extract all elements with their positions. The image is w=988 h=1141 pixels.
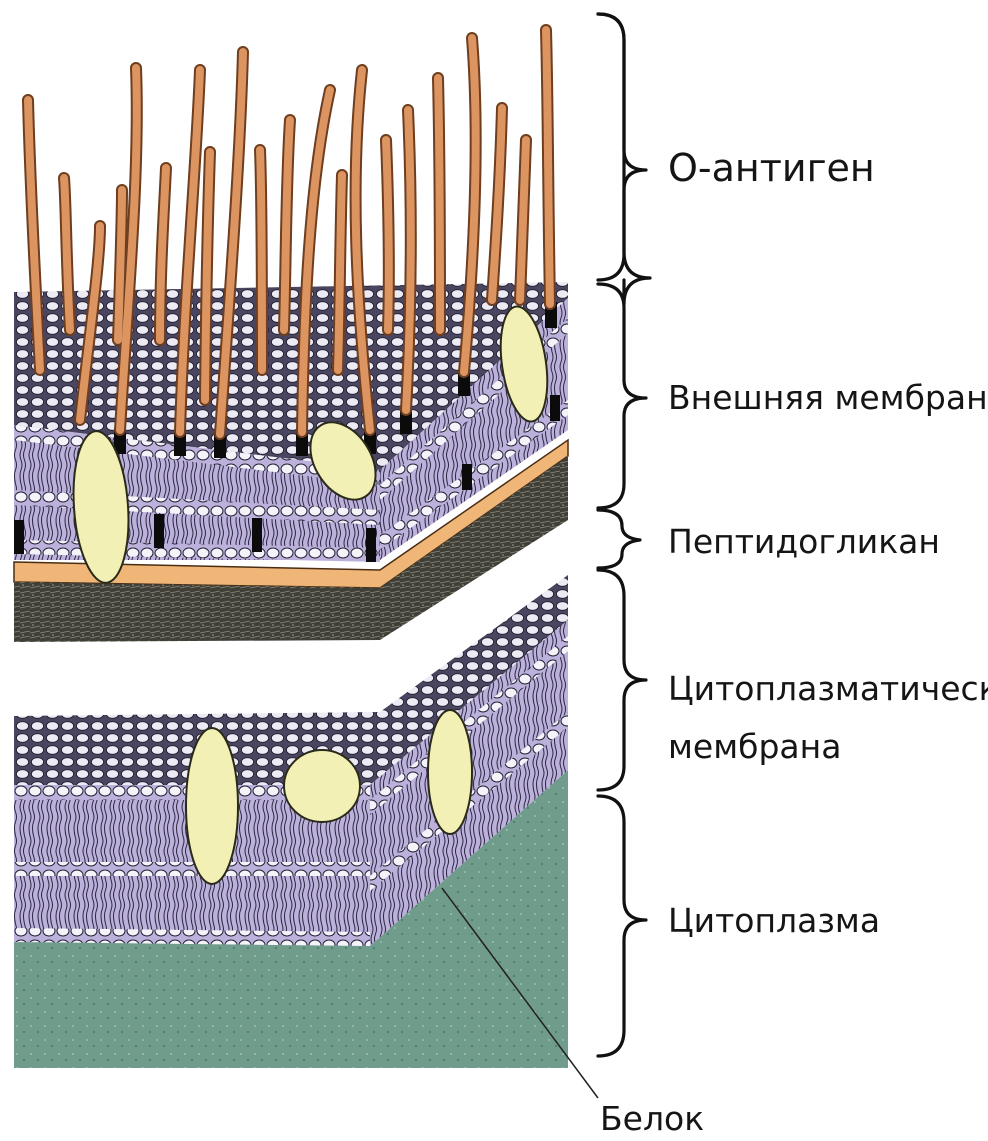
cytoplasmic-membrane-block <box>14 575 568 1068</box>
label-peptidoglycan: Пептидогликан <box>668 522 940 561</box>
label-cytoplasmic-membrane-line1: Цитоплазматическая <box>668 669 988 708</box>
brace-o-antigen <box>598 14 646 280</box>
membrane-protein <box>428 710 472 834</box>
label-cytoplasmic-membrane-line2: мембрана <box>668 727 841 766</box>
cytoplasmic-membrane-head-row <box>14 862 370 876</box>
brace-outer-membrane <box>598 284 646 508</box>
membrane-protein <box>186 728 238 884</box>
label-o-antigen: О-антиген <box>668 146 875 190</box>
label-protein: Белок <box>600 1099 704 1138</box>
outer-membrane-block <box>14 282 568 642</box>
membrane-protein <box>284 750 360 822</box>
label-outer-membrane: Внешняя мембрана <box>668 378 988 417</box>
brace-peptidoglycan <box>598 510 640 568</box>
label-cytoplasm: Цитоплазма <box>668 901 880 940</box>
brace-cytoplasmic-membrane <box>598 570 646 790</box>
brace-cytoplasm <box>598 796 646 1056</box>
